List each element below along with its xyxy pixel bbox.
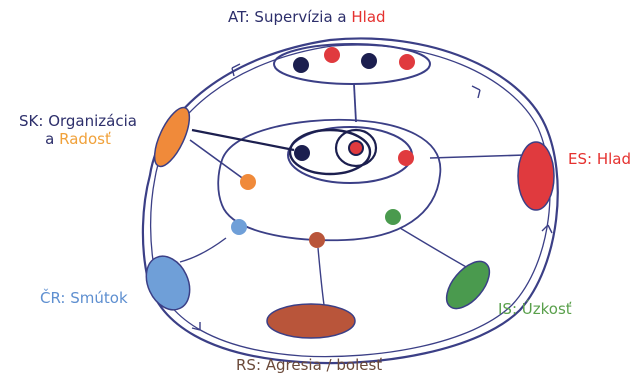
sk-label-line1: SK: Organizácia [10,112,146,130]
at-label-highlight: Hlad [351,8,385,26]
arrow-tick-2 [472,86,480,98]
is-label: IS: Úzkosť [498,300,572,318]
connector-to-is [400,228,468,268]
blue-dot [231,219,247,235]
es-connector [430,155,525,158]
rs-label: RS: Agresia / bolesť [236,356,382,374]
sk-connector-2 [190,140,245,180]
sk-label-line2-prefix: a [45,130,59,148]
es-red-blob [518,142,554,210]
at-label: AT: Supervízia a Hlad [228,8,386,26]
connector-to-cr [180,238,226,262]
sk-connector-1 [192,130,294,150]
brown-dot [309,232,325,248]
inner-red-dot-center [349,141,363,155]
sk-orange-blob [148,103,197,171]
inner-navy-dot [294,145,310,161]
at-red-dot-1 [324,47,340,63]
connector-to-rs [318,248,324,305]
sk-label-line2: a Radosť [10,130,146,148]
at-navy-dot-1 [293,57,309,73]
es-label: ES: Hlad [568,150,631,168]
green-dot [385,209,401,225]
inner-red-dot-right [398,150,414,166]
at-connector [354,84,356,122]
at-navy-dot-2 [361,53,377,69]
sk-label: SK: Organizácia a Radosť [10,112,146,148]
sk-label-line2-highlight: Radosť [59,130,111,148]
is-green-blob [439,254,498,316]
at-label-prefix: AT: Supervízia a [228,8,351,26]
at-red-dot-2 [399,54,415,70]
outer-boundary-second-stroke [151,45,550,357]
rs-brown-blob [267,304,355,338]
orange-dot [240,174,256,190]
cr-label: ČR: Smútok [40,289,128,307]
